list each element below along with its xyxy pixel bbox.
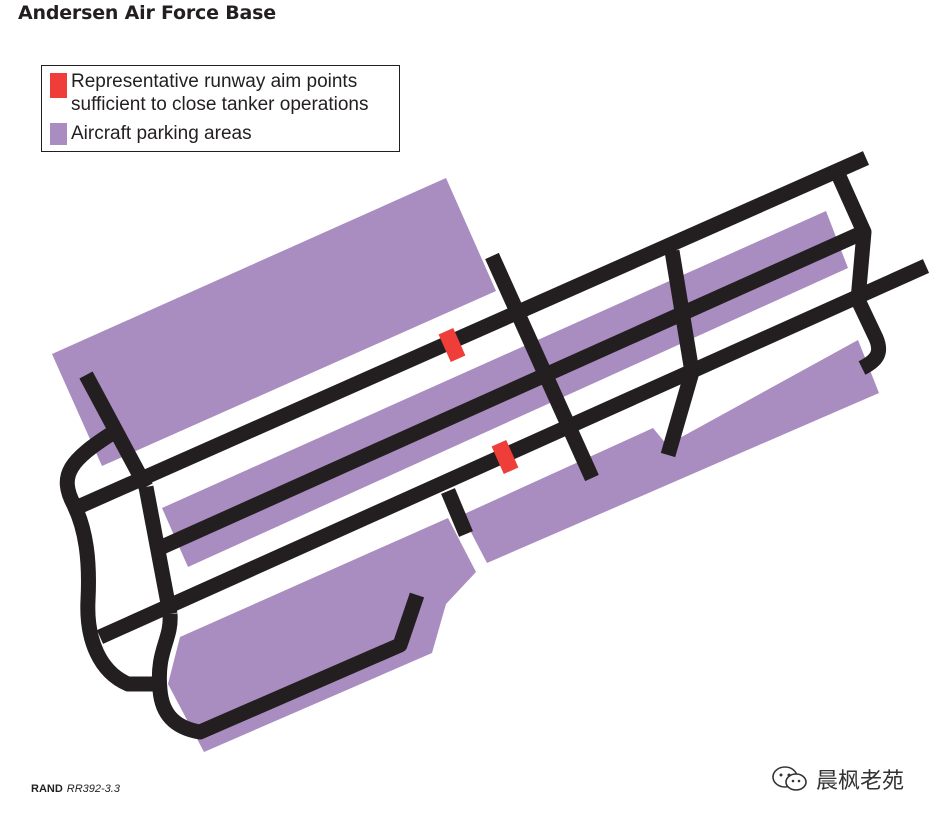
parking-area-north [52,178,496,466]
taxiway-southwest-loop [151,592,425,740]
watermark: 晨枫老苑 [770,763,904,800]
legend-label-parking: Aircraft parking areas [71,123,252,144]
parking-area-south [168,518,476,752]
taxiway-west-long [138,485,178,616]
taxiway-mid-cross [485,252,599,482]
runways-taxiways [59,151,930,740]
taxiway-spur [441,488,473,537]
map-legend: Representative runway aim points suffici… [41,65,400,152]
footer-code: RR392-3.3 [66,783,120,795]
taxiway-east-cross-b [660,369,700,458]
aim-point-south-runway [491,440,519,474]
taxiway-east-loop [831,170,887,375]
wechat-icon [770,764,810,800]
runway-north [74,151,870,514]
aim-point-north-runway [438,328,466,362]
legend-swatch-aim-point [50,73,67,98]
taxiway-west-loop [59,425,158,692]
map-title: Andersen Air Force Base [18,2,276,24]
footer-brand: RAND [31,783,63,795]
legend-label-aim-points-line2: sufficient to close tanker operations [71,94,369,115]
legend-swatch-parking [50,123,67,145]
taxiway-west-cross [79,371,153,491]
taxiway-east-cross-a [664,249,700,374]
legend-label-aim-points-line1: Representative runway aim points [71,71,358,92]
watermark-text: 晨枫老苑 [816,769,905,794]
runway-south [96,259,930,644]
aim-points [438,328,519,474]
taxiway-parallel [158,225,868,554]
